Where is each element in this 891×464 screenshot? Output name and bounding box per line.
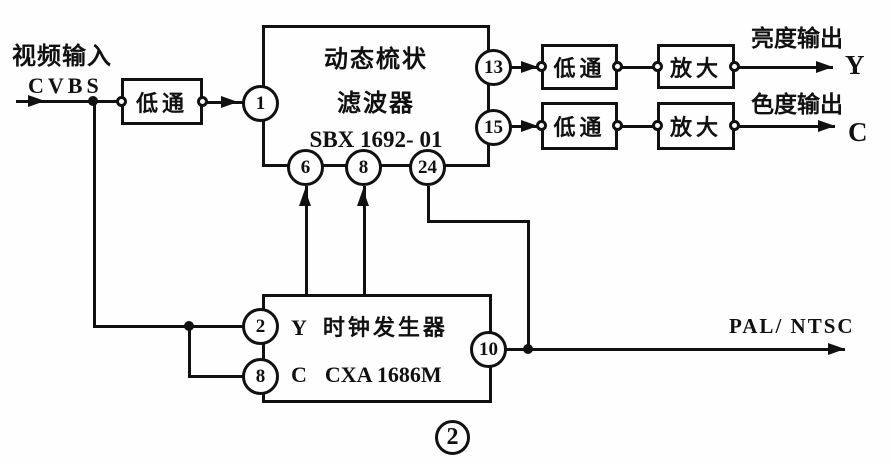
wire-clock-to-pin6 (305, 186, 308, 296)
arrowhead-into-pin6 (299, 189, 311, 206)
arrowhead-into-pin8 (357, 189, 369, 206)
pin-number: 24 (418, 156, 437, 178)
wire-pin24-to-output (527, 220, 530, 351)
junction-clock-inputs (184, 321, 194, 331)
arrowhead-pin15-lowpass (521, 120, 538, 132)
terminal-lowpass-luma-left (536, 61, 547, 72)
figure-number-badge: 2 (435, 420, 470, 455)
wire-luma-output (738, 66, 833, 69)
pin-number: 2 (255, 315, 266, 337)
clock-generator-name: 时钟发生器 (322, 316, 448, 341)
junction-pal-ntsc (523, 344, 533, 354)
wire-branch-to-pin8 (188, 375, 243, 378)
cvbs-signal-label: CVBS (28, 73, 103, 98)
amplifier-luma-block: 放大 (657, 44, 735, 89)
pin-clock-y-2: 2 (242, 308, 279, 345)
wire-cvbs-branch-down (93, 100, 96, 327)
lowpass-filter-luma-block: 低通 (541, 44, 618, 90)
pin-clock-c-8: 8 (242, 358, 279, 395)
lowpass-filter-chroma-block: 低通 (541, 102, 618, 150)
comb-filter-block: 动态梳状 滤波器 SBX 1692- 01 (262, 25, 490, 167)
wire-branch-down-pin8 (188, 325, 191, 377)
clock-c-pin-label: C (291, 362, 307, 387)
lowpass-filter-input-block: 低通 (121, 78, 203, 125)
pin-filter-bottom-24: 24 (409, 149, 446, 186)
clock-generator-row2: C CXA 1686M (291, 362, 442, 388)
luma-output-label: 亮度输出 (751, 26, 843, 52)
pin-clock-out-10: 10 (470, 331, 507, 368)
wire-lowpass-to-amp-chroma (621, 125, 658, 128)
pin-number: 1 (255, 92, 266, 114)
terminal-lowpass-input-left (116, 96, 127, 107)
pin-number: 13 (484, 56, 503, 78)
wire-clock-to-pin8 (363, 186, 366, 296)
comb-filter-part-number: SBX 1692- 01 (309, 127, 443, 152)
pin-filter-luma-13: 13 (475, 49, 512, 86)
arrowhead-into-pin1 (221, 96, 238, 108)
wire-cvbs-input (16, 100, 122, 103)
terminal-amp-chroma-left (652, 120, 663, 131)
pin-number: 15 (484, 116, 503, 138)
junction-cvbs-branch (88, 96, 98, 106)
pin-number: 8 (255, 365, 266, 387)
terminal-amp-luma-left (652, 61, 663, 72)
wire-pin24-down (427, 186, 430, 223)
arrowhead-cvbs-input (28, 95, 45, 107)
chroma-signal-letter: C (848, 117, 868, 147)
arrowhead-chroma-output (818, 120, 835, 132)
wire-chroma-output (738, 125, 835, 128)
terminal-amp-luma-right (729, 61, 740, 72)
clock-generator-row1: Y 时钟发生器 (291, 310, 448, 342)
arrowhead-luma-output (816, 61, 833, 73)
pin-filter-bottom-6: 6 (287, 149, 324, 186)
comb-filter-name-line2: 滤波器 (337, 89, 415, 117)
terminal-amp-chroma-right (729, 120, 740, 131)
comb-filter-name-line1: 动态梳状 (324, 45, 428, 73)
terminal-lowpass-chroma-left (536, 120, 547, 131)
clock-y-pin-label: Y (291, 315, 307, 340)
pin-number: 8 (358, 156, 369, 178)
clock-generator-part-number: CXA 1686M (324, 362, 442, 387)
wire-lowpass-to-amp-luma (621, 66, 658, 69)
arrowhead-pin13-lowpass (521, 61, 538, 73)
chroma-output-label: 色度输出 (751, 92, 843, 118)
arrowhead-pal-ntsc-output (828, 343, 845, 355)
pin-filter-input-1: 1 (242, 85, 279, 122)
pin-number: 10 (479, 338, 498, 360)
wire-pal-ntsc-output (506, 348, 845, 351)
figure-number: 2 (446, 424, 459, 450)
wire-pin24-across (427, 220, 530, 223)
video-input-label: 视频输入 (12, 42, 112, 70)
pin-number: 6 (300, 156, 311, 178)
terminal-lowpass-input-right (197, 96, 208, 107)
pal-ntsc-output-label: PAL/ NTSC (729, 314, 855, 338)
pin-filter-bottom-8: 8 (345, 149, 382, 186)
terminal-lowpass-chroma-right (612, 120, 623, 131)
clock-generator-block: Y 时钟发生器 C CXA 1686M (262, 294, 492, 403)
pin-filter-chroma-15: 15 (475, 109, 512, 146)
luma-signal-letter: Y (845, 50, 865, 80)
terminal-lowpass-luma-right (612, 61, 623, 72)
amplifier-chroma-block: 放大 (657, 102, 735, 150)
wire-branch-to-pin2 (93, 325, 243, 328)
